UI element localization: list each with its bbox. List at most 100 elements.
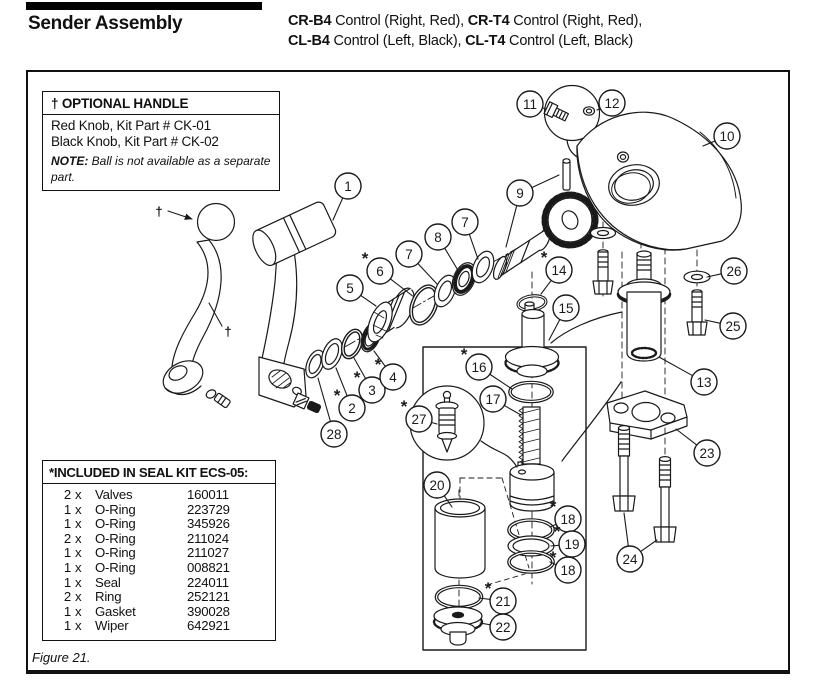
callout-22: 22 bbox=[479, 613, 517, 641]
callout-number: 25 bbox=[725, 319, 740, 334]
piston bbox=[509, 461, 555, 512]
seal-kit-qty: 2 bbox=[63, 530, 71, 546]
optional-handle-box: † OPTIONAL HANDLE Red Knob, Kit Part # C… bbox=[42, 91, 280, 191]
bolt-24a bbox=[612, 425, 636, 512]
seal-kit-title: *INCLUDED IN SEAL KIT ECS-05: bbox=[43, 461, 275, 484]
seal-kit-times: x bbox=[75, 487, 82, 502]
callout-number: 7 bbox=[405, 247, 413, 262]
seal-kit-asterisk: * bbox=[550, 548, 557, 567]
bolt-24b bbox=[653, 456, 677, 543]
seal-kit-times: x bbox=[75, 516, 82, 532]
callout-27: 27* bbox=[401, 397, 438, 433]
callout-number: 3 bbox=[368, 383, 376, 398]
seal-kit-name: Gasket bbox=[95, 603, 136, 619]
screw-11 bbox=[543, 101, 570, 122]
seal-kit-part: 008821 bbox=[187, 559, 230, 575]
seal-kit-times: x bbox=[75, 559, 82, 575]
callout-9: 9 bbox=[505, 174, 560, 248]
callout-number: 20 bbox=[429, 478, 444, 493]
seal-kit-name: O-Ring bbox=[95, 545, 136, 561]
seal-kit-asterisk: * bbox=[362, 249, 369, 268]
seal-kit-asterisk: * bbox=[375, 355, 382, 374]
seal-kit-name: Ring bbox=[95, 589, 122, 605]
hub-washer bbox=[205, 389, 217, 399]
seal-kit-qty: 1 bbox=[63, 516, 71, 532]
red-knob-line: Red Knob, Kit Part # CK-01 bbox=[51, 118, 211, 133]
seal-kit-name: Seal bbox=[95, 574, 121, 590]
optional-handle-drawing bbox=[162, 202, 236, 409]
seal-kit-part: 345926 bbox=[187, 516, 230, 532]
insert-curve-top bbox=[550, 311, 623, 344]
seal-kit-times: x bbox=[75, 501, 82, 517]
seal-kit-qty: 2 bbox=[63, 487, 71, 502]
note-text: Ball is not available as a separate part… bbox=[51, 154, 271, 184]
optional-handle-title: † OPTIONAL HANDLE bbox=[43, 92, 279, 115]
seal-kit-part: 390028 bbox=[187, 603, 230, 619]
ring-28 bbox=[305, 349, 325, 379]
callout-18: 18* bbox=[549, 548, 582, 584]
callout-number: 18 bbox=[560, 512, 575, 527]
callout-number: 26 bbox=[726, 264, 741, 279]
bolt-25 bbox=[686, 289, 708, 336]
knurled-washer-8 bbox=[451, 262, 477, 296]
callout-20: 20 bbox=[423, 471, 453, 508]
callout-number: 27 bbox=[411, 412, 426, 427]
callout-8: 8 bbox=[424, 223, 460, 273]
handle-lever bbox=[260, 250, 298, 370]
cylinder-20 bbox=[434, 498, 486, 579]
seal-kit-part: 642921 bbox=[187, 618, 230, 634]
callout-4: 4* bbox=[373, 350, 407, 391]
figure-caption: Figure 21. bbox=[32, 650, 91, 665]
callout-7: 7 bbox=[395, 240, 438, 285]
washer-12 bbox=[582, 106, 596, 116]
seal-kit-times: x bbox=[75, 545, 82, 561]
model-desc: Control (Left, Black) bbox=[505, 33, 633, 49]
washer-7b bbox=[471, 250, 495, 284]
callout-2: 2* bbox=[334, 367, 366, 422]
callout-number: 2 bbox=[348, 401, 356, 416]
section-title-bar bbox=[26, 2, 262, 10]
callout-number: 10 bbox=[719, 129, 734, 144]
hub-bore bbox=[268, 369, 292, 389]
model-line-1: CR-B4 Control (Right, Red), CR-T4 Contro… bbox=[288, 11, 642, 31]
model-desc: Control (Right, Red), bbox=[509, 13, 643, 29]
callout-21: 21* bbox=[478, 579, 517, 615]
model-code: CL-T4 bbox=[465, 33, 506, 49]
callout-number: 17 bbox=[485, 392, 500, 407]
seal-kit-asterisk: * bbox=[485, 579, 492, 598]
callout-19: 19* bbox=[550, 522, 586, 558]
callout-number: 22 bbox=[495, 620, 510, 635]
seal-kit-name: O-Ring bbox=[95, 559, 136, 575]
seal-kit-qty: 1 bbox=[63, 603, 71, 619]
clamp-nut bbox=[292, 392, 310, 410]
callout-number: 4 bbox=[389, 370, 397, 385]
seal-kit-part: 224011 bbox=[187, 574, 229, 590]
model-desc: Control (Left, Black), bbox=[329, 33, 466, 49]
washer-26 bbox=[683, 270, 711, 284]
seal-kit-part: 211027 bbox=[187, 545, 229, 561]
model-list: CR-B4 Control (Right, Red), CR-T4 Contro… bbox=[288, 11, 642, 51]
seal-kit-asterisk: * bbox=[461, 345, 468, 364]
seal-kit-times: x bbox=[75, 603, 82, 619]
callout-14: 14* bbox=[540, 248, 573, 295]
callout-number: 16 bbox=[471, 360, 486, 375]
seal-kit-asterisk: * bbox=[550, 497, 557, 516]
cap-22 bbox=[432, 606, 484, 646]
washer-left bbox=[589, 226, 617, 240]
callout-number: 21 bbox=[495, 594, 510, 609]
callout-number: 9 bbox=[516, 186, 524, 201]
seal-kit-qty: 1 bbox=[63, 574, 71, 590]
shaft-13 bbox=[616, 250, 672, 362]
handle-lever bbox=[171, 239, 222, 371]
model-line-2: CL-B4 Control (Left, Black), CL-T4 Contr… bbox=[288, 31, 642, 51]
seal-kit-qty: 1 bbox=[63, 501, 71, 517]
seal-kit-qty: 1 bbox=[63, 545, 71, 561]
callout-number: 15 bbox=[558, 301, 573, 316]
model-desc: Control (Right, Red), bbox=[331, 13, 468, 29]
